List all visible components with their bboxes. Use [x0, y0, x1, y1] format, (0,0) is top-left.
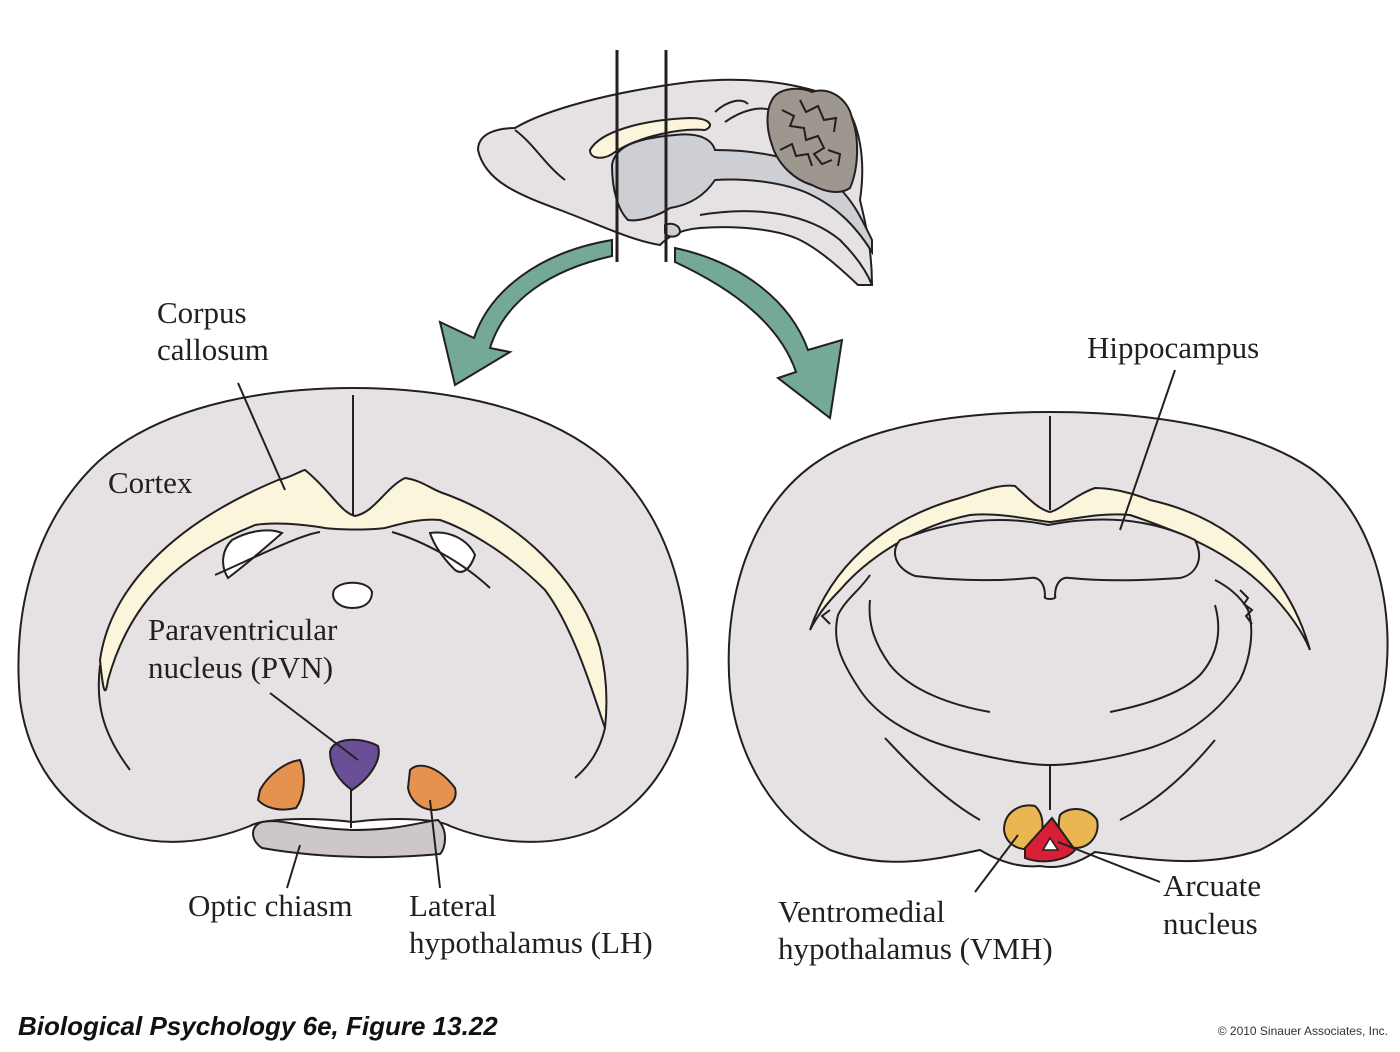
lh-nucleus-right	[406, 764, 457, 812]
label-arcuate-2: nucleus	[1163, 906, 1258, 941]
leader-pvn	[269, 692, 359, 761]
left-corpus-callosum	[98, 468, 608, 729]
caption-book: Biological Psychology 6e,	[18, 1011, 339, 1041]
label-vmh-1: Ventromedial	[778, 894, 945, 929]
sagittal-fold-1	[714, 99, 749, 113]
left-section-outline	[17, 386, 689, 843]
label-arcuate-1: Arcuate	[1163, 868, 1261, 903]
sagittal-corpus-callosum	[588, 116, 711, 159]
hippocampus-region	[894, 518, 1200, 600]
arrows	[438, 238, 844, 420]
caption-figure: Figure 13.22	[338, 1011, 498, 1041]
right-white-matter	[809, 484, 1311, 651]
sagittal-diencephalon	[610, 133, 873, 256]
arrow-left	[438, 238, 613, 387]
cerebellum-folia	[779, 99, 842, 167]
right-lateral-notches	[820, 589, 1254, 625]
right-lower-lobe-right	[1119, 739, 1216, 821]
left-inner-line-right	[574, 727, 606, 779]
copyright-notice: © 2010 Sinauer Associates, Inc.	[1217, 1024, 1388, 1038]
leader-lh	[429, 799, 441, 889]
sagittal-brain-view	[476, 50, 874, 286]
label-corpus-callosum-1: Corpus	[157, 295, 247, 330]
right-coronal-section	[727, 369, 1389, 893]
pvn-nucleus	[328, 738, 380, 792]
lh-nucleus-left	[256, 758, 305, 811]
figure-caption: Biological Psychology 6e, Figure 13.22	[18, 1011, 498, 1042]
label-hippocampus: Hippocampus	[1087, 330, 1259, 365]
sagittal-brainstem	[699, 210, 873, 286]
left-coronal-section	[17, 382, 689, 889]
right-lower-lobe-left	[884, 737, 981, 821]
label-optic-chiasm: Optic chiasm	[188, 888, 352, 923]
label-vmh-2: hypothalamus (VMH)	[778, 931, 1053, 966]
label-pvn-2: nucleus (PVN)	[148, 650, 333, 685]
left-inner-line-left	[97, 664, 131, 771]
leader-vmh	[974, 834, 1019, 893]
left-third-ventricle	[332, 581, 374, 610]
label-lh-2: hypothalamus (LH)	[409, 925, 653, 960]
label-pvn-1: Paraventricular	[148, 612, 338, 647]
leader-corpus-callosum	[237, 382, 286, 491]
arcuate-center	[1041, 836, 1060, 851]
optic-chiasm	[252, 818, 446, 859]
left-striatum-outline	[214, 531, 491, 589]
label-lh-1: Lateral	[409, 888, 497, 923]
leader-optic-chiasm	[286, 844, 301, 889]
right-thalamus-outline	[835, 574, 1253, 767]
leader-arcuate	[1057, 841, 1161, 883]
leader-hippocampus	[1119, 369, 1176, 531]
label-cortex: Cortex	[108, 465, 193, 500]
arrow-right	[674, 246, 844, 420]
label-corpus-callosum-2: callosum	[157, 332, 269, 367]
sagittal-fold-2	[724, 107, 771, 123]
right-section-outline	[727, 410, 1389, 868]
olfactory-bulb-line	[514, 129, 566, 181]
